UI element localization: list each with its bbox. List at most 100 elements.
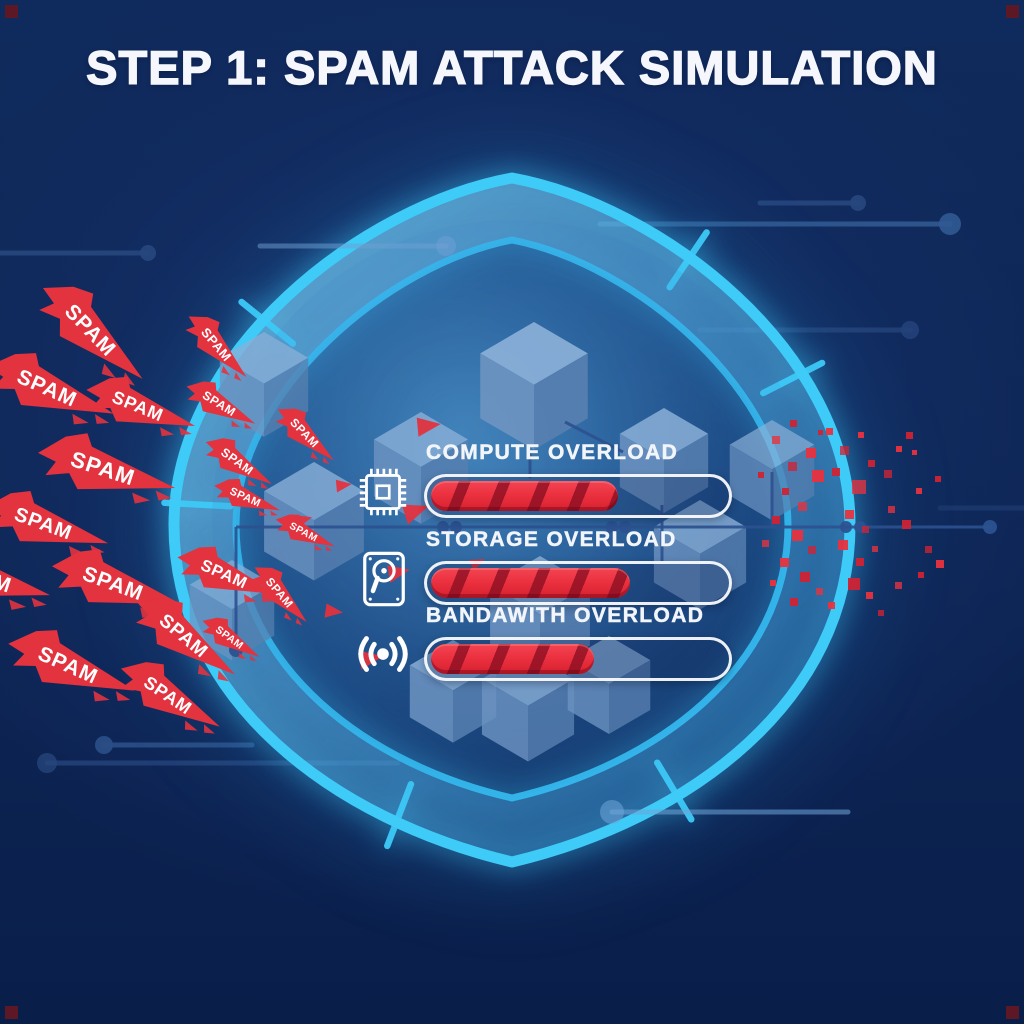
spam-particle — [772, 516, 780, 524]
spam-particle — [792, 530, 803, 541]
spam-particle — [818, 430, 823, 435]
meter-label: BANDAWITH OVERLOAD — [426, 604, 705, 628]
spam-particle — [840, 446, 849, 455]
spam-particle — [838, 540, 848, 550]
paper-plane-icon — [38, 433, 176, 490]
paper-plane-icon — [202, 617, 260, 657]
connector-node — [437, 521, 449, 533]
trace-node — [140, 245, 156, 261]
spam-plane: SPAM — [107, 647, 238, 745]
cpu-chip-icon — [358, 467, 408, 517]
spam-particle — [808, 546, 816, 554]
meter-label: STORAGE OVERLOAD — [426, 528, 677, 552]
spam-plane: SPAM — [269, 507, 342, 557]
spam-particle — [762, 540, 769, 547]
spam-particle — [788, 462, 797, 471]
paper-plane-icon — [51, 549, 182, 605]
trace-node — [600, 800, 624, 824]
ring-divider — [384, 781, 415, 850]
spam-plane: SPAM — [31, 424, 186, 511]
spam-particle — [868, 460, 875, 467]
spam-particle — [884, 470, 892, 478]
spam-fragment-icon — [335, 479, 352, 493]
spam-particle — [790, 598, 798, 606]
spam-plane: SPAM — [265, 396, 349, 471]
connector-node — [983, 520, 997, 534]
corner-pixel — [5, 1006, 18, 1019]
spam-plane: SPAM — [20, 265, 171, 399]
paper-plane-icon — [8, 630, 135, 691]
spam-plane: SPAM — [0, 482, 119, 565]
spam-fragment-icon — [401, 504, 429, 525]
paper-plane-icon — [0, 542, 50, 597]
paper-plane-icon — [205, 438, 272, 484]
spam-particle — [780, 558, 789, 567]
spam-plane: SPAM — [209, 472, 288, 522]
meter-fill — [431, 568, 631, 598]
spam-particle — [852, 480, 866, 494]
corner-pixel — [1006, 5, 1019, 18]
spam-particle — [895, 582, 902, 589]
meter-fill — [431, 481, 619, 511]
spam-particle — [758, 472, 764, 478]
trace-node — [850, 195, 866, 211]
spam-particle — [856, 558, 864, 566]
spam-plane: SPAM — [0, 340, 128, 436]
paper-plane-icon — [275, 408, 334, 461]
spam-particle — [845, 510, 854, 519]
trace-node — [37, 753, 57, 773]
spam-particle — [828, 602, 835, 609]
spam-particle — [790, 420, 797, 427]
meter-label: COMPUTE OVERLOAD — [426, 441, 679, 465]
spam-particle — [912, 450, 917, 455]
paper-plane-icon — [136, 598, 235, 675]
spam-particle — [896, 446, 902, 452]
connector-node — [619, 521, 631, 533]
paper-plane-icon — [185, 316, 247, 378]
spam-particle — [848, 578, 860, 590]
paper-plane-icon — [251, 567, 307, 623]
meter-track — [424, 561, 732, 605]
spam-plane: SPAM — [78, 367, 206, 445]
spam-particle — [902, 520, 911, 529]
meter: STORAGE OVERLOAD — [363, 528, 732, 607]
paper-plane-icon — [0, 490, 109, 544]
spam-plane: SPAM — [119, 581, 257, 694]
paper-plane-icon — [275, 514, 335, 547]
paper-plane-icon — [0, 353, 114, 414]
spam-plane: SPAM — [0, 535, 60, 618]
paper-plane-icon — [214, 478, 281, 511]
trace-node — [95, 736, 113, 754]
page-title: STEP 1: SPAM ATTACK SIMULATION — [85, 40, 938, 94]
spam-particle — [916, 488, 922, 494]
spam-plane: SPAM — [194, 608, 271, 667]
signal-icon — [352, 632, 414, 676]
spam-particle — [888, 506, 895, 513]
meter-fill — [431, 644, 595, 674]
paper-plane-icon — [186, 381, 256, 424]
spam-plane: SPAM — [44, 539, 193, 626]
spam-plane: SPAM — [177, 372, 266, 437]
spam-particle — [878, 610, 884, 616]
spam-particle — [812, 470, 824, 482]
trace-node — [901, 321, 919, 339]
ring-divider — [760, 359, 826, 397]
spam-fragment-icon — [416, 417, 441, 437]
spam-plane: SPAM — [173, 303, 265, 389]
meter: COMPUTE OVERLOAD — [359, 441, 732, 518]
hard-drive-icon — [362, 550, 406, 608]
spam-plane: SPAM — [0, 617, 149, 713]
meter-track — [424, 474, 732, 518]
spam-particle — [772, 436, 780, 444]
trace-node — [939, 213, 961, 235]
spam-particle — [782, 488, 789, 495]
connector-node — [606, 521, 618, 533]
spam-particle — [935, 476, 941, 482]
connector-node — [450, 521, 462, 533]
spam-particle — [872, 546, 878, 552]
spam-particle — [800, 572, 810, 582]
connector-node — [840, 521, 852, 533]
